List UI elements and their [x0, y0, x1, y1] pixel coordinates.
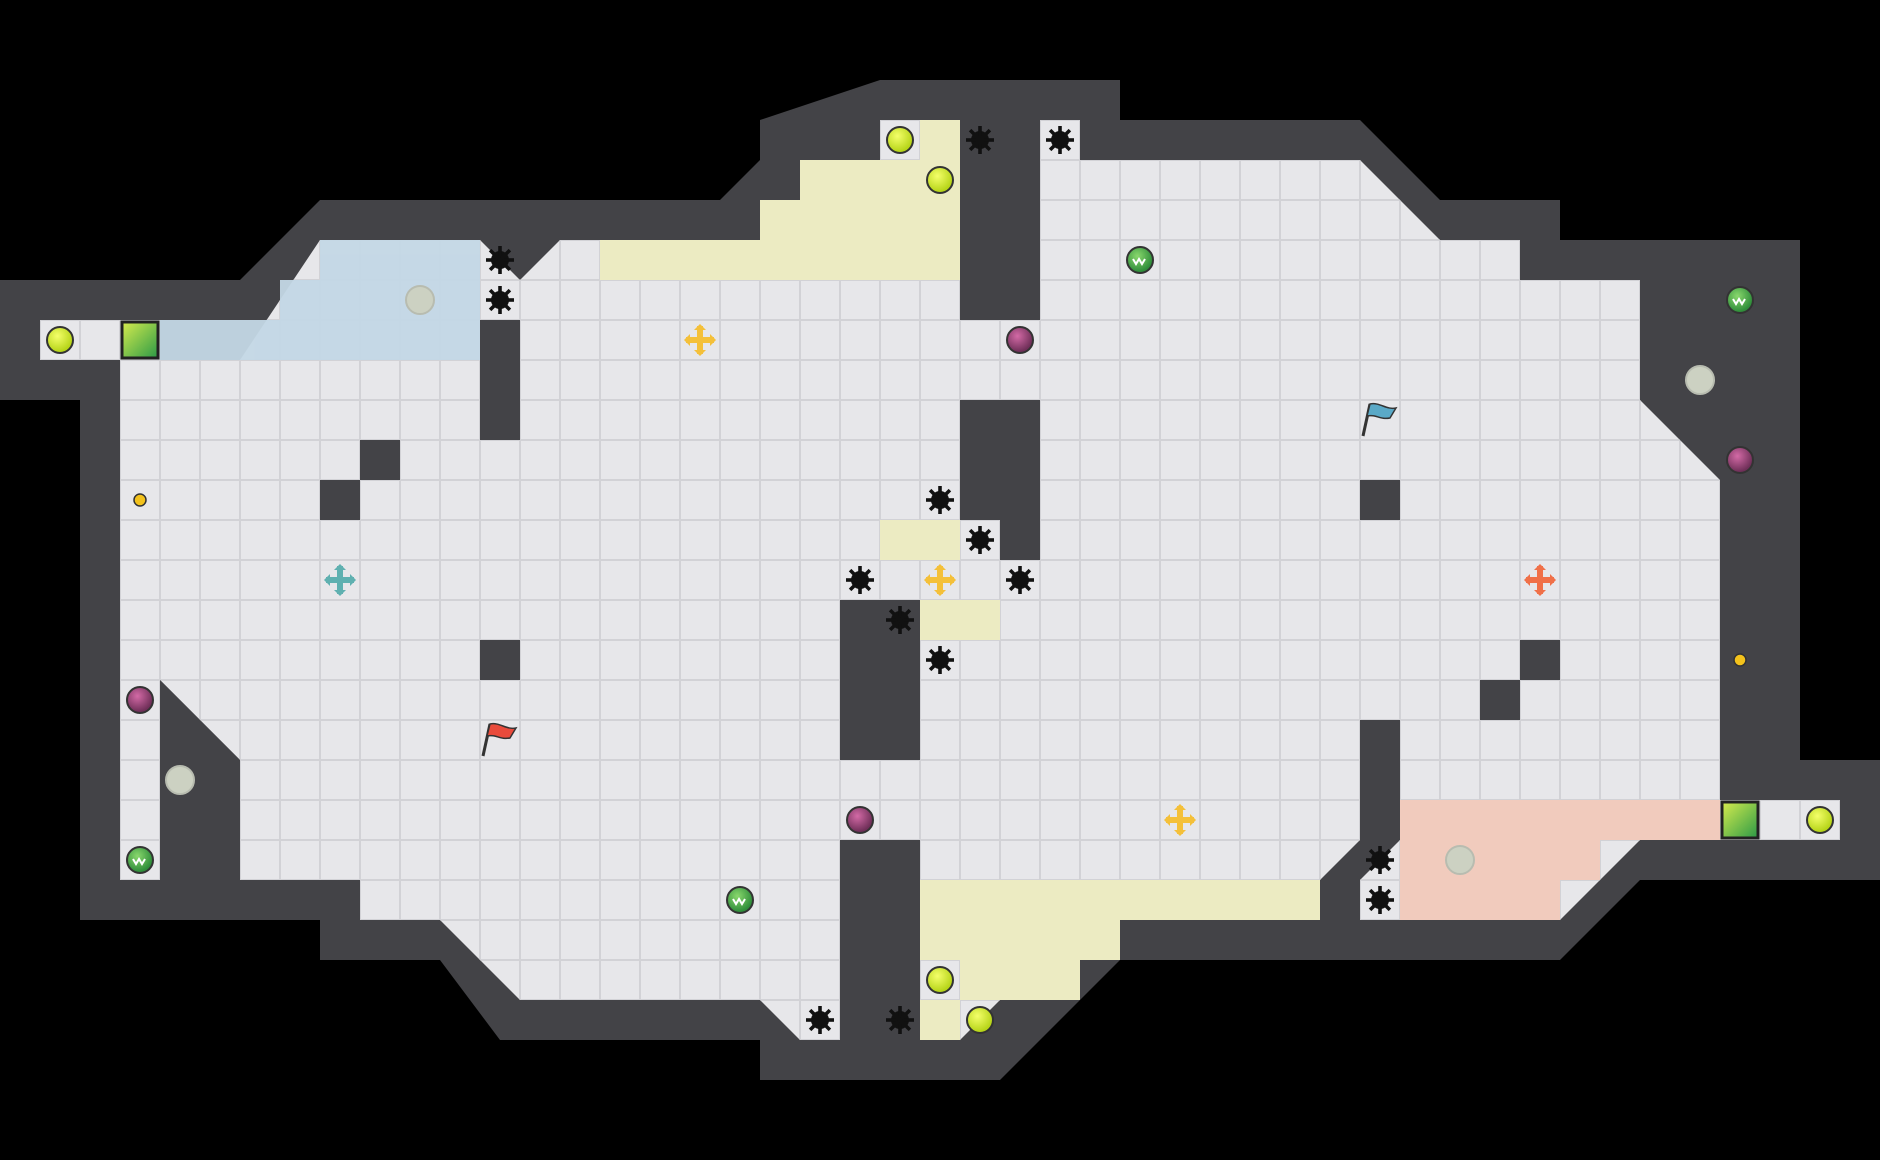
red-zone	[1400, 800, 1720, 920]
speed-boost-icon[interactable]	[324, 564, 356, 596]
spike-icon	[926, 486, 954, 514]
spike-icon	[966, 126, 994, 154]
speed-boost-icons[interactable]	[324, 324, 1556, 836]
bomb-icons[interactable]	[126, 326, 1754, 834]
portal-icon[interactable]	[1685, 365, 1715, 395]
red-flag-icon[interactable]	[481, 722, 518, 757]
yellow-zone-center	[880, 520, 1000, 640]
spike-icon	[1006, 566, 1034, 594]
spike-icon	[886, 606, 914, 634]
gate-switch-icons[interactable]	[126, 246, 1754, 914]
spike-icon	[1366, 886, 1394, 914]
blue-flag-icon[interactable]	[1361, 402, 1398, 437]
green-endzone-left	[120, 320, 160, 360]
yellow-ball-icon[interactable]	[1806, 806, 1834, 834]
speed-boost-icon[interactable]	[924, 564, 956, 596]
blue-zone	[160, 240, 480, 360]
yellow-ball-icon[interactable]	[966, 1006, 994, 1034]
spike-icon	[926, 646, 954, 674]
green-endzone-right	[1720, 800, 1760, 840]
speed-boost-icon[interactable]	[1164, 804, 1196, 836]
yellow-zone-bottom	[920, 880, 1320, 1040]
portal-icon[interactable]	[405, 285, 435, 315]
token-icon[interactable]	[1733, 653, 1747, 667]
portal-icons[interactable]	[165, 285, 1715, 875]
yellow-ball-icon[interactable]	[926, 966, 954, 994]
speed-boost-icon[interactable]	[1524, 564, 1556, 596]
bomb-icon[interactable]	[126, 686, 154, 714]
spike-icon	[486, 286, 514, 314]
spike-icon	[486, 246, 514, 274]
spike-icon	[966, 526, 994, 554]
spike-icon	[806, 1006, 834, 1034]
bomb-icon[interactable]	[1726, 446, 1754, 474]
yellow-zone-top	[600, 120, 960, 280]
token-icons[interactable]	[133, 493, 1747, 667]
spike-icon	[846, 566, 874, 594]
spike-icon	[1046, 126, 1074, 154]
spike-icon	[886, 1006, 914, 1034]
bomb-icon[interactable]	[1006, 326, 1034, 354]
portal-icon[interactable]	[165, 765, 195, 795]
token-icon[interactable]	[133, 493, 147, 507]
gate-switch-icon[interactable]	[1726, 286, 1754, 314]
yellow-ball-icon[interactable]	[926, 166, 954, 194]
yellow-ball-icon[interactable]	[46, 326, 74, 354]
spike-icons	[486, 126, 1394, 1034]
bomb-icon[interactable]	[846, 806, 874, 834]
portal-icon[interactable]	[1445, 845, 1475, 875]
interior-walls	[160, 120, 1720, 1040]
gate-switch-icon[interactable]	[1126, 246, 1154, 274]
speed-boost-icon[interactable]	[684, 324, 716, 356]
spike-icon	[1366, 846, 1394, 874]
yellow-ball-icons[interactable]	[46, 126, 1834, 1034]
gate-switch-icon[interactable]	[126, 846, 154, 874]
gate-switch-icon[interactable]	[726, 886, 754, 914]
yellow-ball-icon[interactable]	[886, 126, 914, 154]
